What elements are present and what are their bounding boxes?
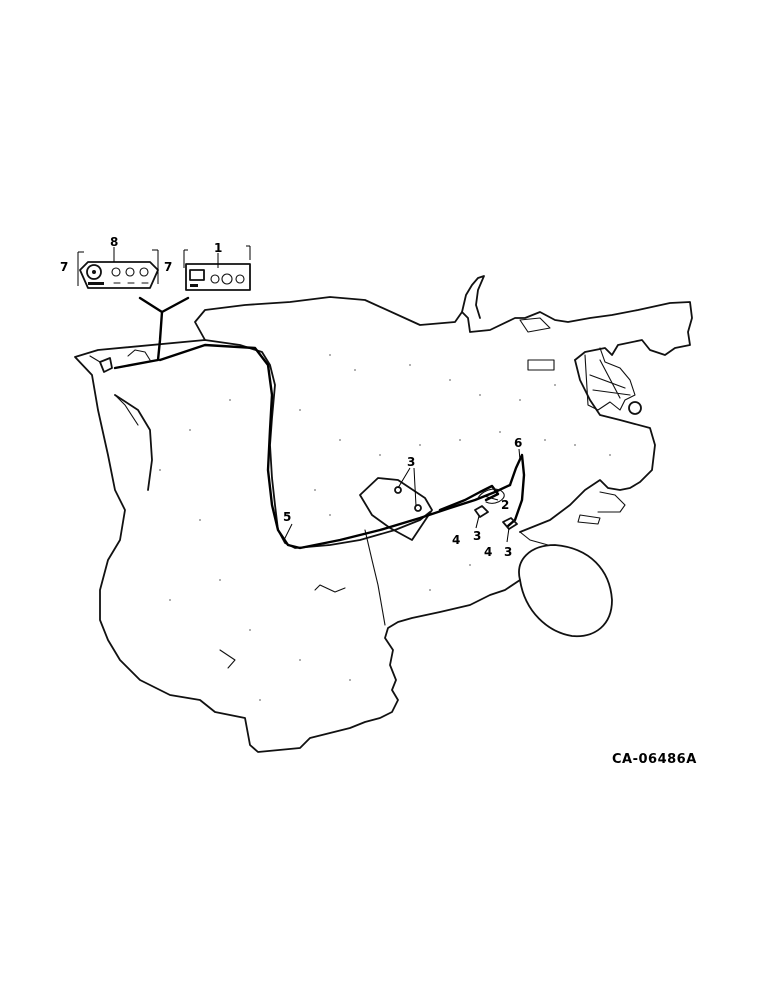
callout-5: 5 xyxy=(283,510,291,524)
callout-3-low: 3 xyxy=(504,545,512,559)
leader-3c xyxy=(506,527,510,543)
clamp-left xyxy=(474,505,489,518)
switch-panel xyxy=(185,263,251,291)
combine-body-outline xyxy=(74,275,693,753)
drive-wheel xyxy=(518,544,613,638)
figure-id: CA-06486A xyxy=(612,752,697,767)
cab-connector-wire xyxy=(89,349,151,363)
switch-knob-1 xyxy=(210,274,220,284)
bracket-1-left xyxy=(183,249,188,268)
bracket-1-right xyxy=(246,245,251,260)
harness-main-run xyxy=(158,343,512,550)
panel-fastener xyxy=(394,486,402,494)
callout-6: 6 xyxy=(514,436,522,450)
left-deflector-stripe xyxy=(114,394,139,426)
top-vent xyxy=(527,359,555,371)
side-panel xyxy=(359,477,433,541)
right-foot-step xyxy=(577,514,601,525)
wheel-hub-line xyxy=(519,531,549,546)
switch-panel-display xyxy=(189,269,205,281)
leader-2 xyxy=(483,495,499,501)
console-junction xyxy=(113,296,190,370)
lower-step xyxy=(219,649,236,669)
gauge-dial xyxy=(86,264,102,280)
clamp-right xyxy=(502,517,518,530)
cab-connector xyxy=(99,357,113,373)
callout-4-left: 4 xyxy=(452,533,460,547)
callout-8: 8 xyxy=(110,235,118,249)
leader-3a xyxy=(397,467,417,507)
callout-labels: 8 7 7 1 3 6 2 5 4 3 4 3 xyxy=(60,235,522,559)
leader-lines xyxy=(113,247,521,543)
body-divider xyxy=(364,529,386,626)
body-silhouette xyxy=(74,339,521,753)
bracket-7-left xyxy=(77,251,84,286)
callout-7-left: 7 xyxy=(60,260,68,274)
indicator-lamp-1 xyxy=(111,267,121,277)
leader-3b xyxy=(475,515,480,529)
harness-loop-2 xyxy=(477,488,505,504)
grain-tank-edge xyxy=(519,359,656,533)
gauge-center xyxy=(92,270,96,274)
wiring-harness xyxy=(158,343,526,550)
callout-1: 1 xyxy=(214,241,222,255)
harness-branch-2 xyxy=(438,484,500,512)
gauge-panel-slot xyxy=(88,282,104,285)
left-deflector xyxy=(114,394,153,491)
bracket-7-right xyxy=(152,249,159,284)
lower-bottom-bracket xyxy=(314,584,346,593)
callout-3-mid: 3 xyxy=(473,529,481,543)
callout-3-upper: 3 xyxy=(407,455,415,469)
callout-4-right: 4 xyxy=(484,545,492,559)
rear-frame-lines xyxy=(584,347,636,411)
indicator-lamp-3 xyxy=(139,267,149,277)
right-bracket xyxy=(597,491,626,513)
callout-7-right: 7 xyxy=(164,260,172,274)
indicator-lamp-2 xyxy=(125,267,135,277)
switch-panel-tab xyxy=(190,284,198,287)
top-handrail xyxy=(461,275,485,319)
panel-fastener-2 xyxy=(414,504,422,512)
leader-6 xyxy=(518,448,521,461)
leader-5 xyxy=(283,523,293,541)
instrument-consoles xyxy=(77,245,251,373)
callout-2: 2 xyxy=(501,498,509,512)
surface-shading xyxy=(159,354,611,701)
top-platform xyxy=(519,317,551,333)
switch-knob-3 xyxy=(235,274,245,284)
body-top-edge xyxy=(194,296,693,361)
switch-knob-2 xyxy=(221,273,233,285)
switch-fittings xyxy=(394,486,518,530)
rear-round-fitting xyxy=(628,401,642,415)
harness-branch-6 xyxy=(506,453,526,528)
